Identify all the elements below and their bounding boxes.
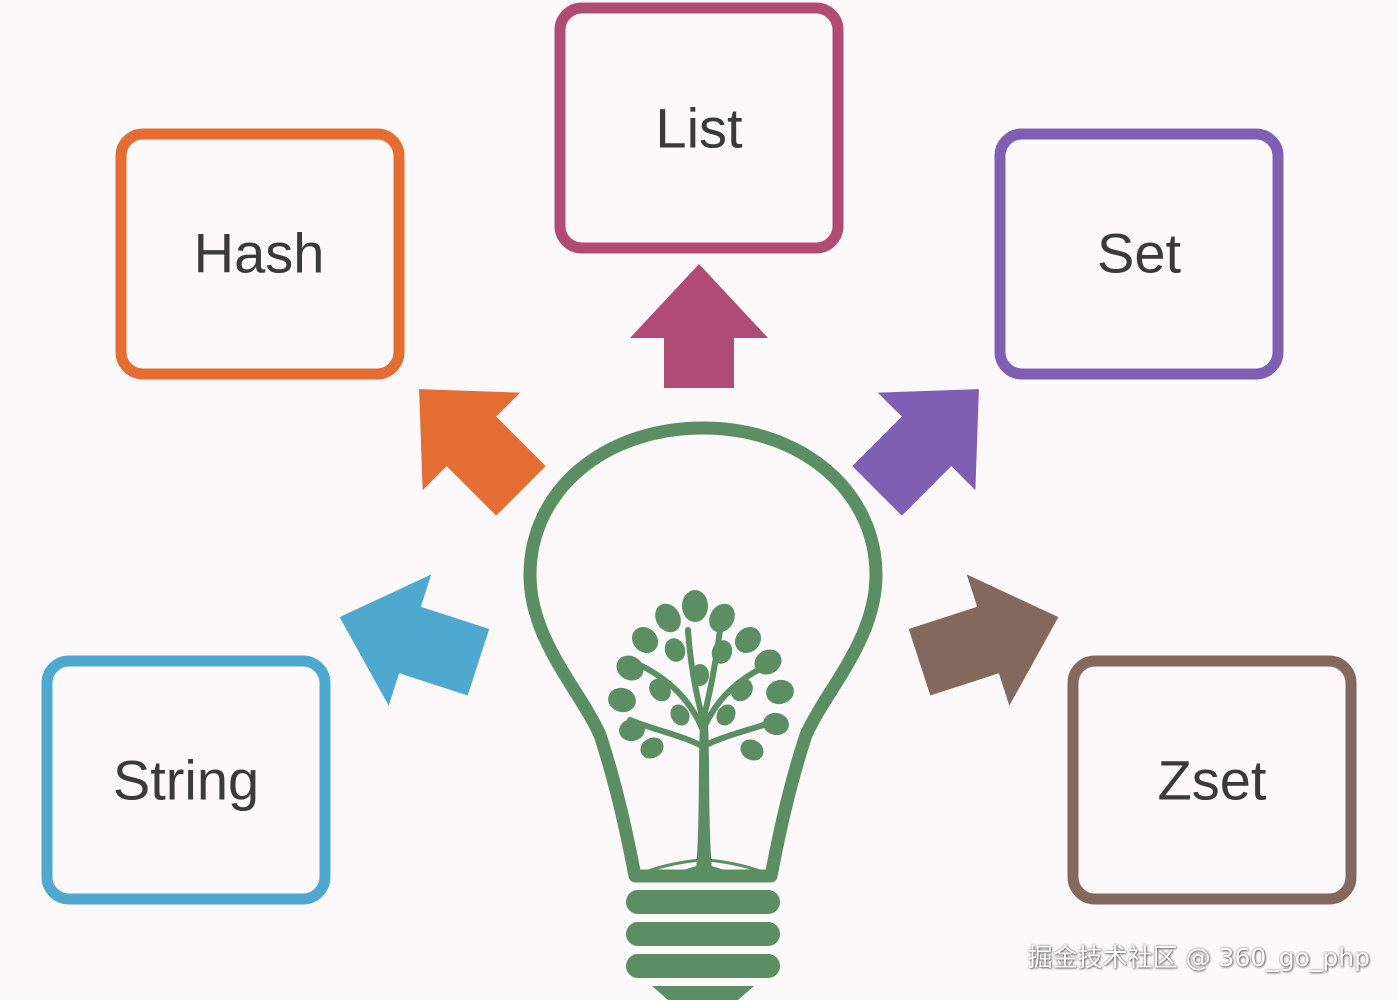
- box-zset: Zset: [1067, 655, 1357, 905]
- box-zset-label: Zset: [1158, 749, 1267, 812]
- lightbulb-tree-icon: [523, 421, 883, 1000]
- box-hash-label: Hash: [194, 222, 325, 285]
- box-set-label: Set: [1097, 222, 1181, 285]
- arrow-set-icon: [852, 389, 979, 516]
- box-string: String: [41, 655, 331, 905]
- arrow-string-icon: [339, 574, 490, 706]
- box-list-label: List: [655, 97, 743, 160]
- box-set: Set: [994, 128, 1284, 380]
- box-hash: Hash: [115, 128, 405, 380]
- watermark-text: 掘金技术社区 @ 360_go_php: [1027, 943, 1370, 972]
- box-string-label: String: [113, 749, 259, 812]
- arrow-zset-icon: [908, 574, 1059, 706]
- arrow-hash-icon: [419, 389, 546, 516]
- arrow-list-icon: [630, 264, 768, 388]
- box-list: List: [554, 2, 844, 254]
